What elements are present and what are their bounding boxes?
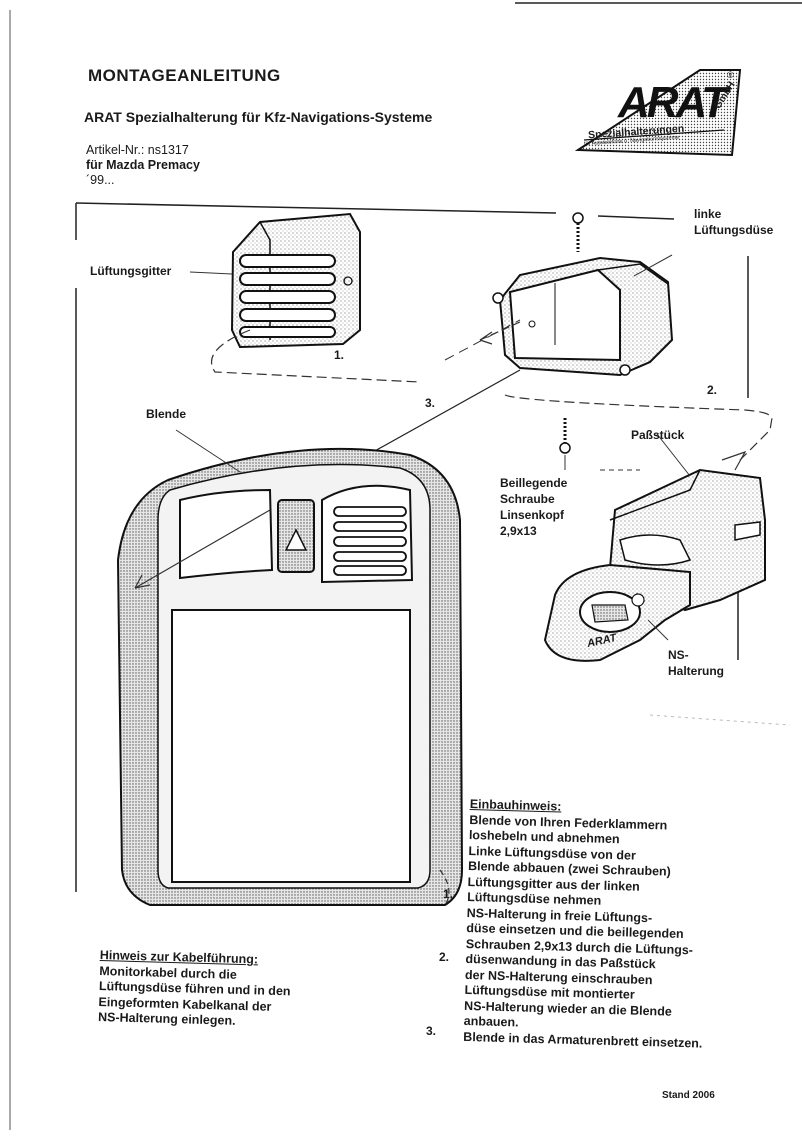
cable-routing-note: Hinweis zur Kabelführung: Monitorkabel d…	[98, 948, 330, 1032]
article-info: Artikel-Nr.: ns1317 für Mazda Premacy ´9…	[86, 143, 200, 188]
label-ns-2: Halterung	[668, 664, 725, 678]
label-ns-1: NS-	[668, 648, 689, 662]
label-grille: Lüftungsgitter	[90, 264, 172, 278]
grille-part	[230, 212, 361, 349]
label-left-vent-1: linke	[694, 207, 722, 221]
label-bezel: Blende	[146, 407, 187, 421]
logo-registered-icon: ®	[727, 70, 734, 80]
arat-logo	[574, 69, 742, 157]
label-screw-3: Linsenkopf	[500, 508, 565, 522]
label-screw-1: Beillegende	[500, 476, 568, 490]
instruction-marker-2: 2.	[439, 950, 450, 964]
instruction-marker-1: 1.	[443, 887, 454, 901]
installation-instructions: Einbauhinweis: Blende von Ihren Federkla…	[463, 797, 770, 1053]
screw-bottom-icon	[559, 418, 571, 454]
vehicle-model: für Mazda Premacy	[86, 158, 200, 172]
revision-stamp: Stand 2006	[662, 1090, 715, 1101]
screw-top-icon	[572, 212, 584, 252]
page-title: MONTAGEANLEITUNG	[88, 66, 281, 85]
diagram-step-1: 1.	[334, 348, 345, 362]
vehicle-year: ´99...	[86, 173, 115, 187]
vent-housing-part	[492, 256, 674, 377]
instruction-marker-3: 3.	[426, 1024, 437, 1038]
bezel-part	[116, 447, 464, 906]
diagram-step-3: 3.	[425, 396, 436, 410]
article-number: Artikel-Nr.: ns1317	[86, 143, 189, 157]
diagram-step-2: 2.	[707, 383, 718, 397]
page-subtitle: ARAT Spezialhalterung für Kfz-Navigation…	[84, 109, 433, 125]
ns-holder-part	[543, 563, 691, 662]
label-adapter: Paßstück	[631, 428, 685, 442]
label-screw-4: 2,9x13	[500, 524, 537, 538]
logo-wordmark: ARAT	[618, 78, 728, 127]
label-left-vent-2: Lüftungsdüse	[694, 223, 774, 237]
label-screw-2: Schraube	[500, 492, 555, 506]
